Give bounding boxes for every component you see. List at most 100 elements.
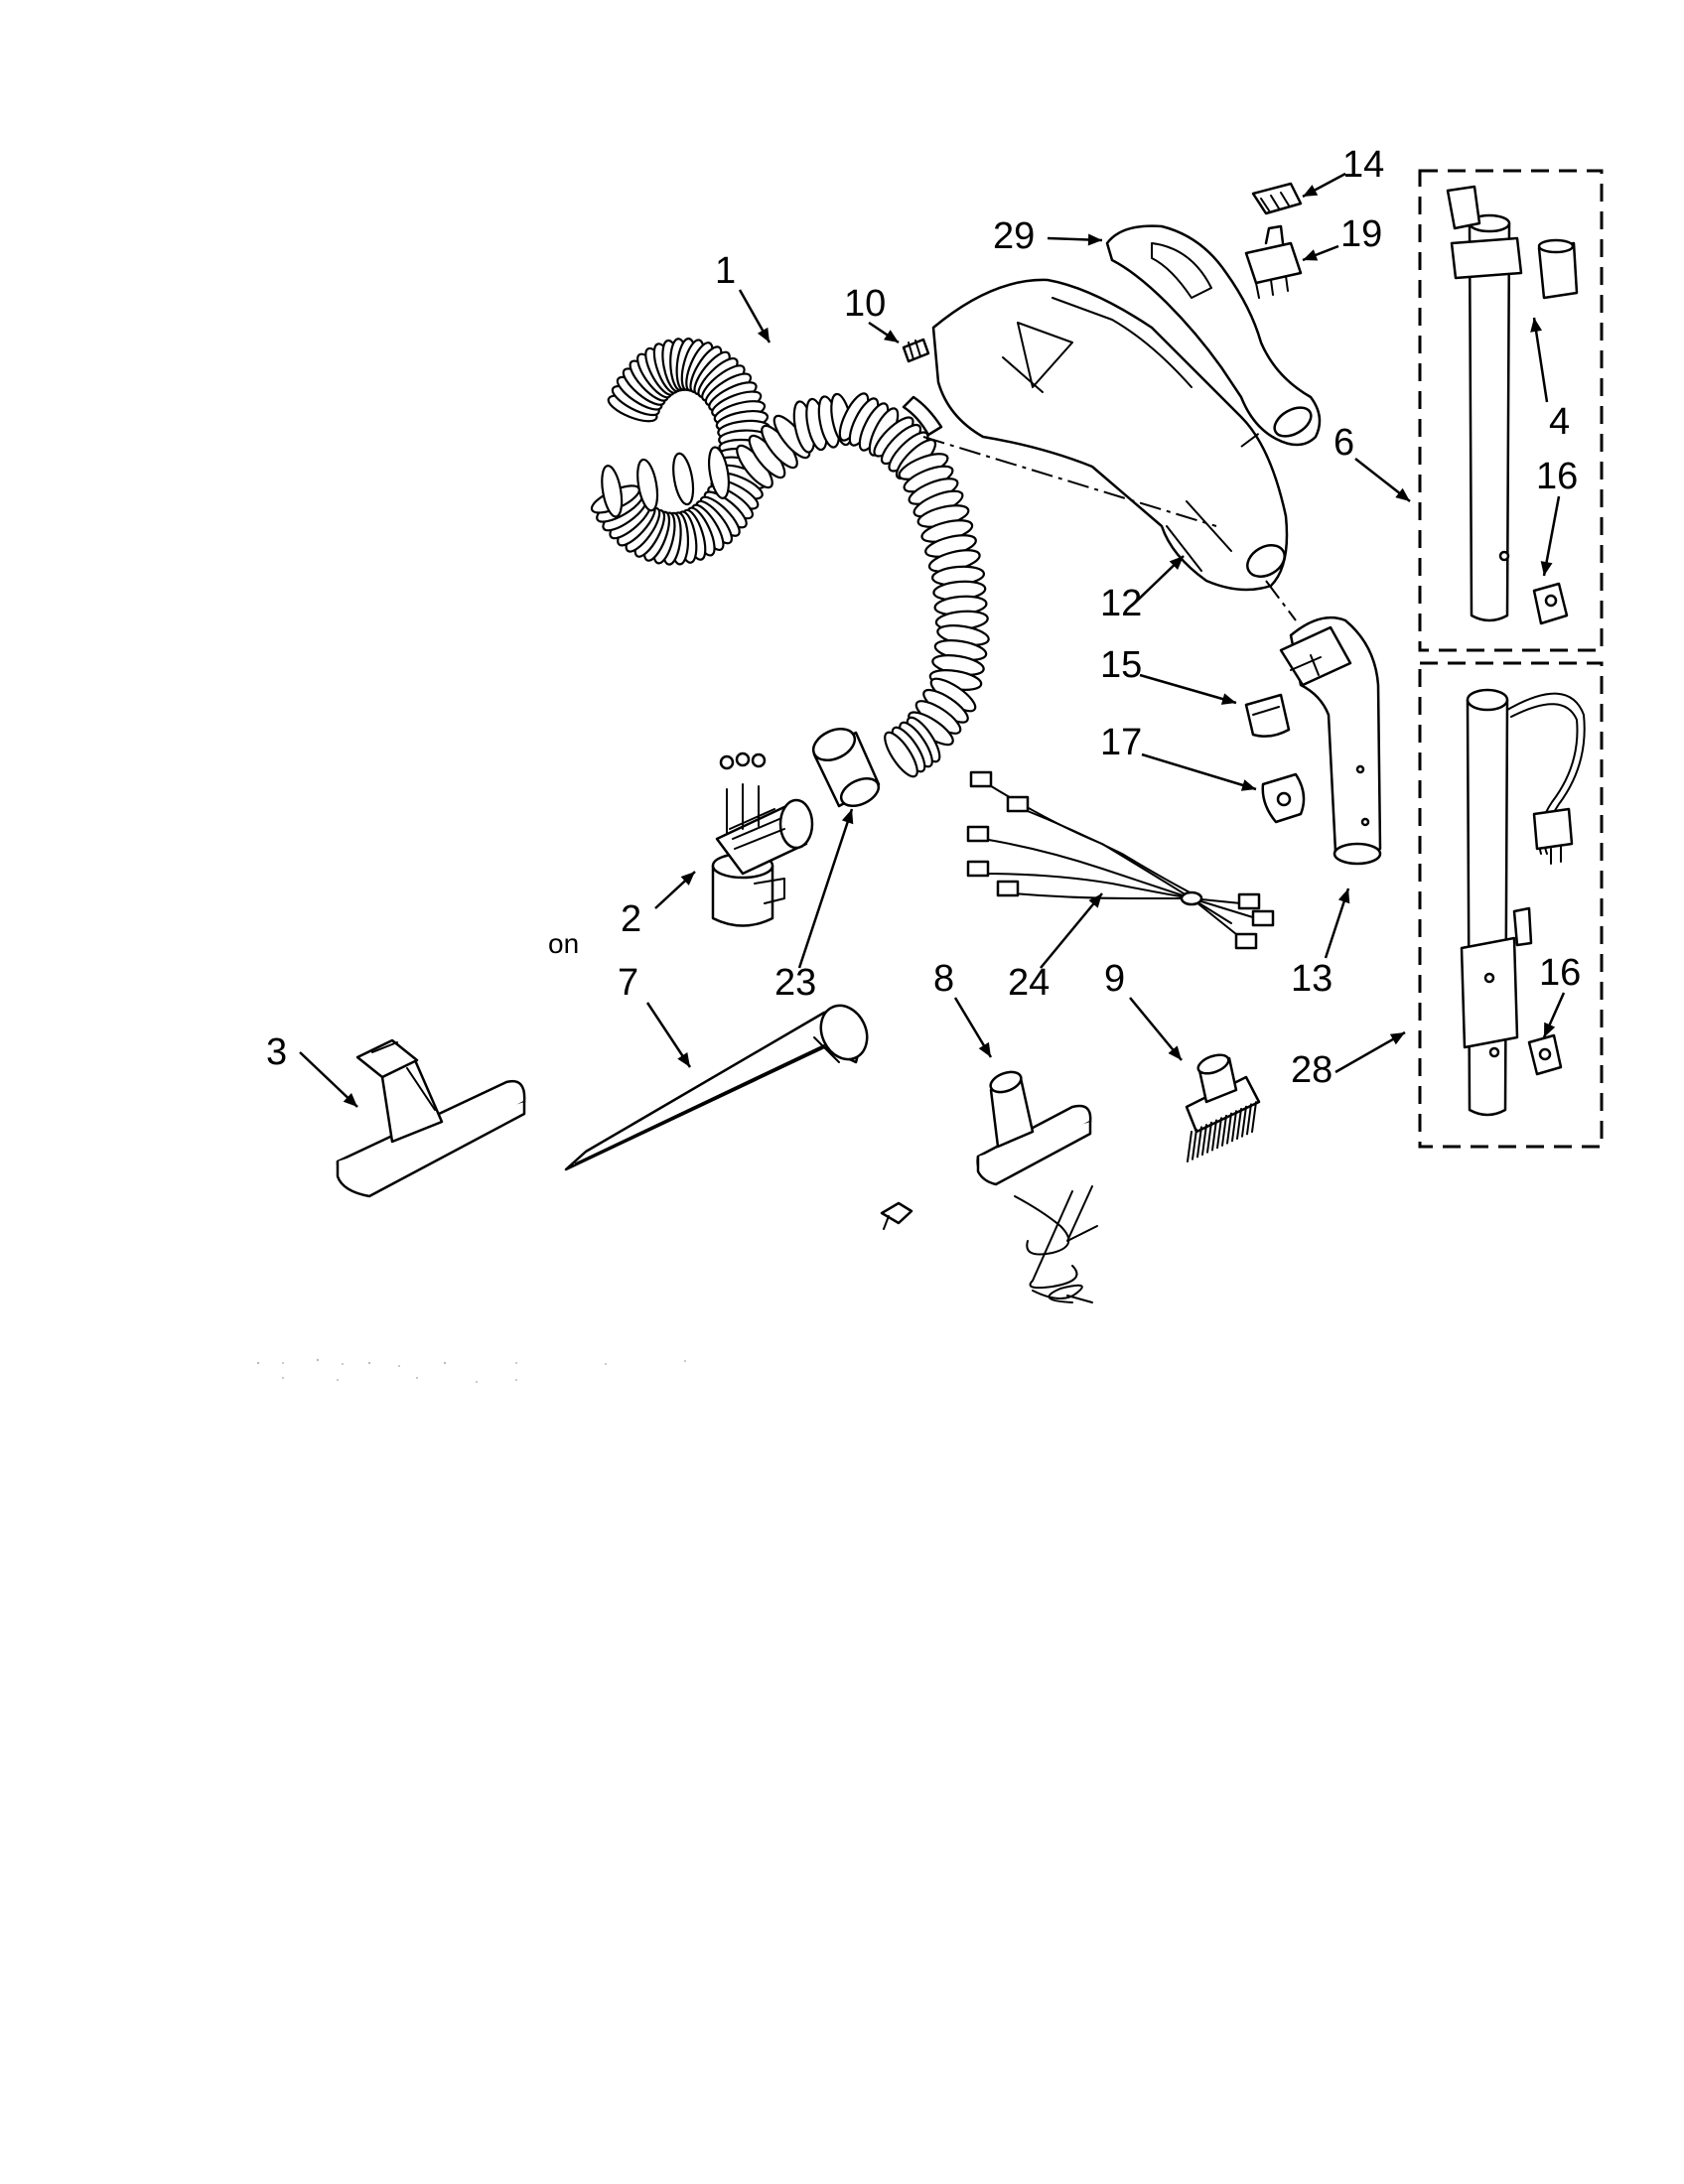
leader-arrowhead [1169,556,1184,570]
callout-8: 8 [933,958,954,1000]
callout-29: 29 [993,215,1035,257]
hose-coil [636,458,659,512]
coupling-part-23 [811,728,881,808]
callout-16-lower: 16 [1539,952,1581,994]
wire-harness-part-24 [966,770,1275,950]
alignment-line [1265,580,1297,621]
upper-wand-part-6 [1446,185,1523,622]
brush-bristle [1206,1121,1212,1154]
brush-bristle [1192,1128,1197,1160]
leader-arrows [299,172,1566,1108]
callout-4: 4 [1549,401,1570,443]
wire-connector [1006,795,1030,813]
leader-line [1040,892,1103,969]
kit-box-lower [1418,661,1604,1149]
callout-7: 7 [618,962,638,1004]
brush-bristle [1246,1103,1252,1136]
leader-arrowhead [1389,1032,1405,1045]
brush-bristle [1236,1108,1242,1140]
callout-19: 19 [1340,213,1382,255]
leader-arrowhead [884,330,899,342]
leader-arrowhead [1088,893,1102,908]
leader-line [1141,752,1257,791]
hose-coil [707,446,731,499]
wire-connector [1234,932,1258,950]
lower-wand-part-28 [1460,688,1586,1117]
scan-specks [256,1358,686,1383]
handle-upper-part-29 [1105,224,1322,447]
wire-connector [966,860,990,878]
leader-line [797,808,854,969]
switch-part-19 [1244,224,1303,299]
callout-28: 28 [1291,1049,1333,1091]
callout-23: 23 [774,962,816,1004]
callout-3: 3 [266,1031,287,1073]
callout-17: 17 [1100,722,1142,763]
brush-bristle [1216,1117,1222,1150]
leader-arrowhead [343,1093,357,1107]
stray-text-on: on [548,928,579,959]
leader-line [1532,317,1549,403]
screw-part-10 [902,338,930,363]
callout-15: 15 [1100,644,1142,686]
brush-bristle [1231,1110,1237,1143]
callout-10: 10 [844,283,886,325]
leader-arrowhead [1530,318,1542,333]
hose-end [902,395,943,437]
alignment-line [922,436,1217,527]
wire-connector [1237,892,1261,910]
wire-connector [996,880,1020,897]
callout-13: 13 [1291,958,1333,1000]
leader-arrowhead [1337,888,1350,904]
brush-bristle [1211,1119,1217,1152]
leader-arrowhead [1544,1022,1556,1037]
brush-bristle [1241,1105,1247,1138]
callout-1: 1 [715,250,736,292]
clip-part-15 [1244,693,1291,738]
hose-coil [884,731,918,778]
wand-elbow-part-13 [1279,615,1382,866]
handwritten-mark [1014,1185,1098,1303]
brush-bristle [1196,1126,1202,1159]
leader-arrowhead [757,327,770,342]
leader-arrowhead [1168,1045,1182,1060]
callout-16-upper: 16 [1536,456,1578,497]
leader-arrowhead [1395,487,1410,501]
leader-arrowhead [1303,249,1319,261]
leader-arrowhead [677,1052,690,1067]
brush-bristle [1201,1124,1207,1157]
wire-connector [966,825,990,843]
brush-bristle [1221,1114,1227,1147]
switch-cover-part-14 [1251,182,1303,215]
brush-bristle [1226,1112,1232,1145]
floor-tool-part-3 [336,1038,526,1198]
hose-coil [601,465,624,518]
small-hardware-piece [880,1201,913,1230]
latch-part-17 [1261,772,1306,824]
crevice-tool-part-7 [564,1004,869,1171]
leader-arrowhead [1220,693,1236,705]
callout-9: 9 [1104,958,1125,1000]
callout-2: 2 [621,898,641,940]
wire-connector [969,770,993,788]
callout-14: 14 [1342,144,1384,186]
leader-arrowhead [1087,233,1102,246]
callout-12: 12 [1100,583,1142,624]
brush-bristle [1187,1131,1193,1162]
handle-lower-part-12 [931,278,1289,592]
hose-swivel-part-2 [711,751,814,927]
leader-arrowhead [1540,561,1553,576]
leader-arrowhead [841,809,854,825]
leader-arrowhead [1303,185,1319,197]
wand-clip-part-16-upper [1532,582,1569,625]
dusting-brush-part-9 [1185,1053,1261,1162]
leader-line [1139,673,1237,705]
callout-6: 6 [1333,422,1354,464]
callout-24: 24 [1008,962,1050,1004]
leader-arrowhead [1240,779,1256,791]
alignment-line [1240,431,1262,448]
upholstery-tool-part-8 [976,1070,1092,1186]
hose-coil [672,452,695,506]
wand-clip-part-16-lower [1527,1033,1563,1076]
